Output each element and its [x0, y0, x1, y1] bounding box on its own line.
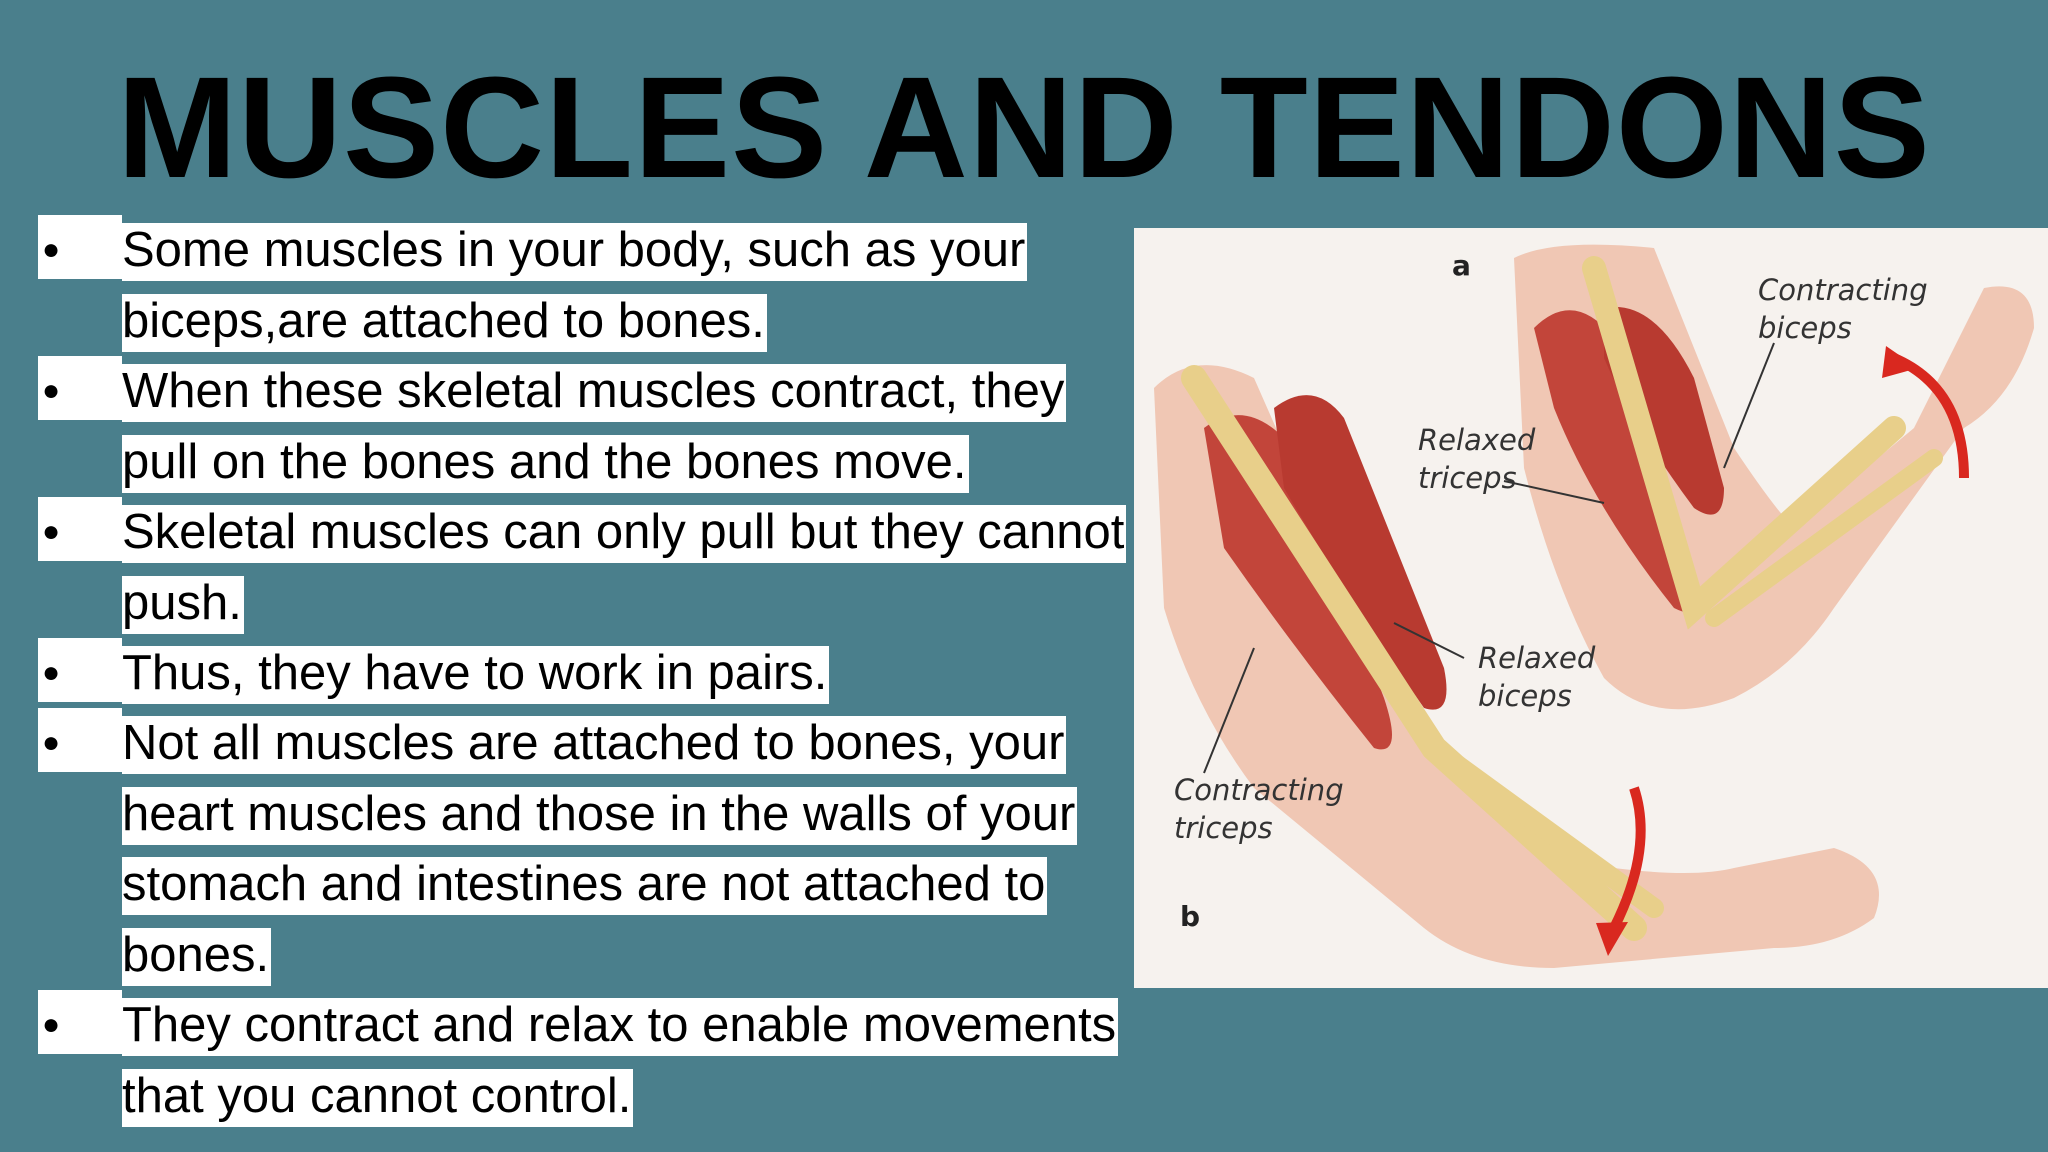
bullet-icon: ● [38, 638, 122, 702]
relaxed-triceps-label: Relaxed [1418, 423, 1536, 457]
contracting-triceps-label: triceps [1174, 811, 1273, 845]
bullet-text: Thus, they have to work in pairs. [122, 646, 830, 704]
bullet-text: Skeletal muscles can only pull but they … [122, 505, 1127, 634]
arm-muscles-illustration: a b Contracting biceps Relaxed triceps R… [1134, 228, 2048, 988]
bullet-text: When these skeletal muscles contract, th… [122, 364, 1067, 493]
bullet-text: Some muscles in your body, such as your … [122, 223, 1028, 352]
list-item: ● They contract and relax to enable move… [38, 990, 1128, 1131]
list-item: ● Not all muscles are attached to bones,… [38, 708, 1128, 990]
arm-illustration-svg: a b Contracting biceps Relaxed triceps R… [1154, 244, 2034, 969]
leader-line [1503, 480, 1605, 504]
panel-b-label: b [1180, 900, 1200, 933]
bullet-icon: ● [38, 990, 122, 1054]
flexed-arm [1514, 244, 2034, 710]
list-item: ● Some muscles in your body, such as you… [38, 215, 1128, 356]
bullet-icon: ● [38, 215, 122, 279]
list-item: ● When these skeletal muscles contract, … [38, 356, 1128, 497]
bullet-text: They contract and relax to enable moveme… [122, 998, 1119, 1127]
list-item: ● Skeletal muscles can only pull but the… [38, 497, 1128, 638]
bullet-icon: ● [38, 708, 122, 772]
relaxed-biceps-label: Relaxed [1478, 641, 1596, 675]
bullet-icon: ● [38, 356, 122, 420]
contracting-biceps-label: biceps [1758, 311, 1852, 345]
list-item: ● Thus, they have to work in pairs. [38, 638, 1128, 708]
extended-arm [1154, 365, 1879, 969]
relaxed-biceps-label: biceps [1478, 679, 1572, 713]
bullet-text: Not all muscles are attached to bones, y… [122, 716, 1078, 986]
leader-line [1203, 647, 1255, 774]
relaxed-triceps-label: triceps [1418, 461, 1517, 495]
contracting-biceps-label: Contracting [1758, 273, 1928, 307]
leader-line [1393, 622, 1465, 659]
contracting-triceps-label: Contracting [1174, 773, 1344, 807]
bullet-list: ● Some muscles in your body, such as you… [38, 215, 1128, 1131]
bullet-icon: ● [38, 497, 122, 561]
page-title: MUSCLES AND TENDONS [117, 47, 1931, 208]
leader-line [1723, 342, 1775, 469]
panel-a-label: a [1452, 249, 1471, 282]
